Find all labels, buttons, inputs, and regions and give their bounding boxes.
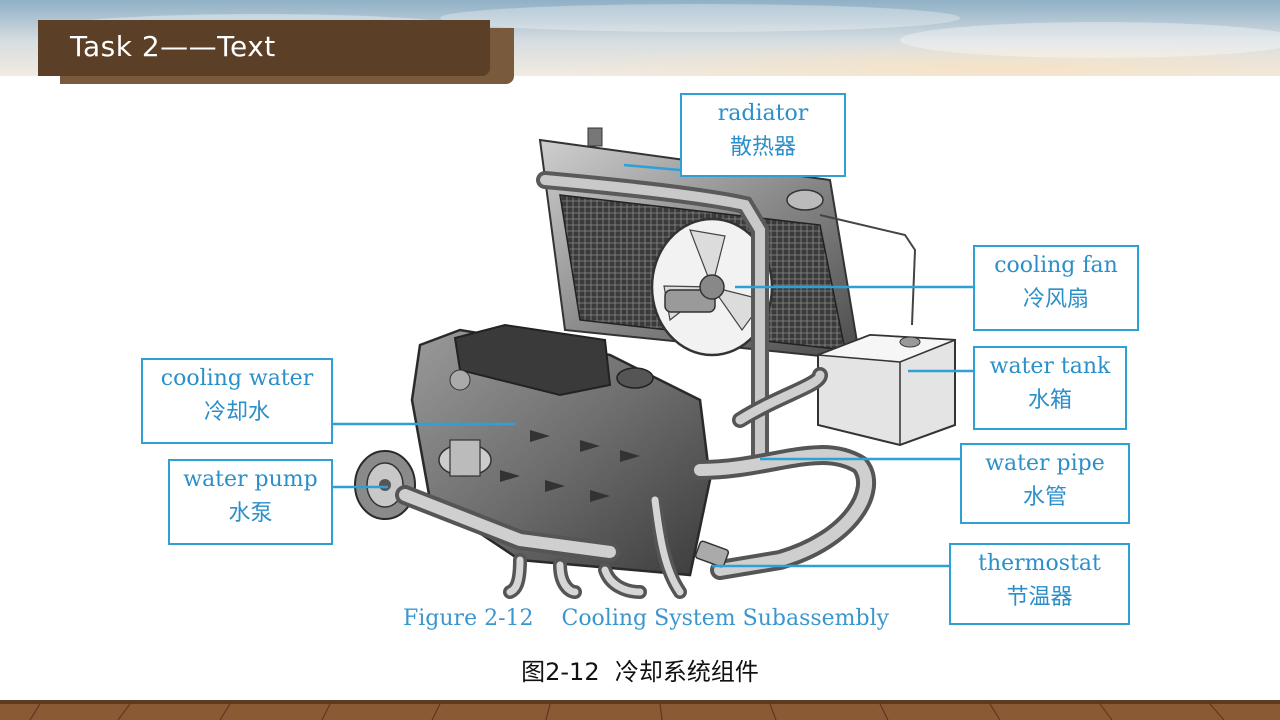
- engine-block-shape: [410, 323, 712, 577]
- label-water-pump-cn: 水泵: [228, 501, 273, 526]
- figure-caption-english: Figure 2-12 Cooling System Subassembly: [403, 606, 890, 631]
- label-thermostat-cn: 节温器: [1006, 585, 1073, 610]
- label-water-pump: water pump 水泵: [168, 459, 333, 545]
- label-water-pipe-cn: 水管: [1022, 485, 1067, 510]
- leader-line-radiator: [623, 163, 681, 172]
- label-water-pipe: water pipe 水管: [960, 443, 1130, 524]
- label-cooling-fan: cooling fan 冷风扇: [973, 245, 1139, 331]
- label-cooling-water: cooling water 冷却水: [141, 358, 333, 444]
- label-water-tank-cn: 水箱: [1027, 388, 1072, 413]
- title-bar: Task 2——Text: [38, 20, 514, 84]
- label-cooling-water-cn: 冷却水: [203, 400, 270, 425]
- wood-floor-background: [0, 700, 1280, 720]
- label-radiator-cn: 散热器: [729, 135, 796, 160]
- label-water-tank-en: water tank: [989, 354, 1111, 379]
- label-water-pump-en: water pump: [183, 467, 318, 492]
- sky-background: [0, 0, 1280, 76]
- title-bar-box: Task 2——Text: [38, 20, 490, 76]
- page-title: Task 2——Text: [70, 30, 276, 63]
- label-radiator-en: radiator: [717, 101, 809, 126]
- label-cooling-fan-en: cooling fan: [994, 253, 1118, 278]
- label-water-tank: water tank 水箱: [973, 346, 1127, 430]
- cooling-fan-shape: [650, 217, 774, 357]
- thermostat-shape: [694, 540, 730, 568]
- label-water-pipe-en: water pipe: [985, 451, 1105, 476]
- figure-caption-chinese: 图2-12 冷却系统组件: [521, 658, 759, 686]
- label-thermostat-en: thermostat: [978, 551, 1101, 576]
- water-pump-shape: [354, 450, 416, 520]
- label-cooling-fan-cn: 冷风扇: [1022, 287, 1089, 312]
- label-thermostat: thermostat 节温器: [949, 543, 1130, 625]
- label-cooling-water-en: cooling water: [160, 366, 314, 391]
- label-radiator: radiator 散热器: [680, 93, 846, 177]
- water-tank-shape: [817, 333, 956, 447]
